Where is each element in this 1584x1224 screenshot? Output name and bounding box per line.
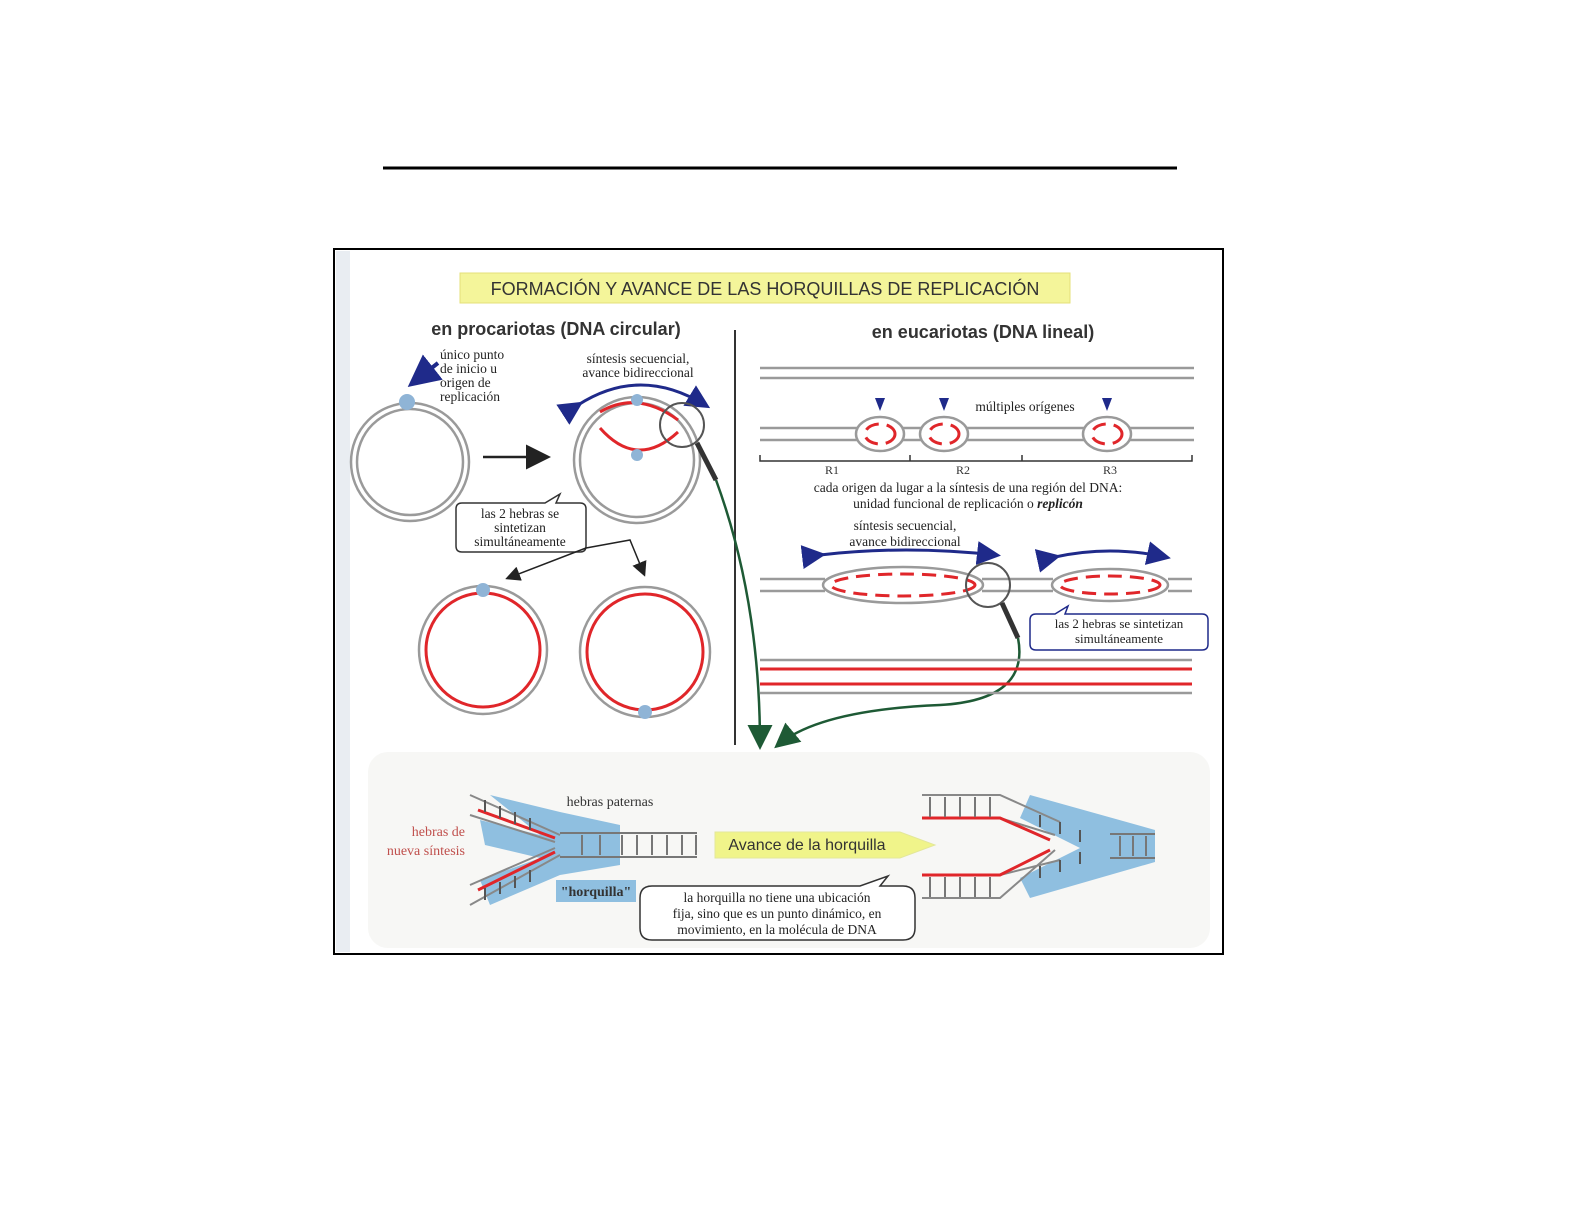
svg-text:único punto: único punto xyxy=(440,347,504,362)
magnifier-icon xyxy=(659,402,719,482)
fork-callout: la horquilla no tiene una ubicación fija… xyxy=(639,874,916,941)
svg-text:R3: R3 xyxy=(1103,463,1117,477)
svg-text:avance bidireccional: avance bidireccional xyxy=(582,365,694,380)
svg-text:las 2 hebras se sintetizan: las 2 hebras se sintetizan xyxy=(1055,616,1184,631)
svg-text:R2: R2 xyxy=(956,463,970,477)
linear-dna-forks xyxy=(760,565,1192,605)
replicon-text: cada origen da lugar a la síntesis de un… xyxy=(814,480,1123,511)
svg-text:cada origen da lugar a la sínt: cada origen da lugar a la síntesis de un… xyxy=(814,480,1123,495)
origins-label: múltiples orígenes xyxy=(975,399,1074,414)
origin-arrow-icon xyxy=(407,354,443,387)
eukaryote-heading: en eucariotas (DNA lineal) xyxy=(872,322,1094,342)
svg-text:síntesis secuencial,: síntesis secuencial, xyxy=(587,351,690,366)
origin-label: único punto de inicio u origen de replic… xyxy=(440,347,504,404)
prok-callout: las 2 hebras se sintetizan simultáneamen… xyxy=(455,492,587,553)
bidirectional-arrow-icon xyxy=(556,383,711,425)
scan-edge xyxy=(336,251,350,952)
result-arrow-2 xyxy=(585,539,647,577)
svg-text:síntesis secuencial,: síntesis secuencial, xyxy=(854,518,957,533)
svg-text:hebras de: hebras de xyxy=(412,825,465,840)
svg-text:de inicio u: de inicio u xyxy=(440,361,497,376)
svg-text:simultáneamente: simultáneamente xyxy=(474,534,565,549)
circular-dna-1 xyxy=(349,394,471,523)
linear-dna-origins xyxy=(760,415,1194,453)
zoom-link-arrow-1 xyxy=(714,479,773,750)
svg-text:simultáneamente: simultáneamente xyxy=(1075,631,1163,646)
magnifier-icon xyxy=(965,562,1021,640)
title: FORMACIÓN Y AVANCE DE LAS HORQUILLAS DE … xyxy=(491,278,1040,299)
prokaryote-heading: en procariotas (DNA circular) xyxy=(431,319,680,339)
replication-fork-right xyxy=(922,794,1155,899)
svg-text:la horquilla no tiene una ubic: la horquilla no tiene una ubicación xyxy=(683,890,870,905)
linear-dna-parent xyxy=(760,366,1194,380)
svg-text:fija, sino que es un punto din: fija, sino que es un punto dinámico, en xyxy=(673,906,882,921)
parental-strands-label: hebras paternas xyxy=(567,795,654,810)
svg-text:sintetizan: sintetizan xyxy=(494,520,546,535)
circular-dna-3 xyxy=(417,583,549,716)
title-box xyxy=(459,272,1071,304)
origin-markers xyxy=(875,398,1112,411)
advance-arrow-icon xyxy=(714,831,937,859)
bidirectional-arrow-icon xyxy=(800,541,1001,570)
bidirectional-arrow-icon xyxy=(1034,541,1171,573)
zoom-link-arrow-2 xyxy=(774,637,1021,749)
linear-dna-daughters xyxy=(760,658,1192,695)
prok-synthesis-label: síntesis secuencial, avance bidirecciona… xyxy=(582,351,694,380)
replicon-labels: R1 R2 R3 xyxy=(825,463,1117,477)
result-arrow-1 xyxy=(505,547,587,581)
fork-label: "horquilla" xyxy=(561,885,632,900)
euk-callout: las 2 hebras se sintetizan simultáneamen… xyxy=(1029,604,1209,651)
svg-text:R1: R1 xyxy=(825,463,839,477)
circular-dna-4 xyxy=(578,585,712,719)
replication-fork-left xyxy=(469,794,697,906)
svg-text:origen de: origen de xyxy=(440,375,491,390)
fork-label-box xyxy=(556,880,636,902)
euk-synthesis-label: síntesis secuencial, avance bidirecciona… xyxy=(849,518,961,549)
svg-text:replicación: replicación xyxy=(440,389,500,404)
svg-text:las 2 hebras se: las 2 hebras se xyxy=(481,506,559,521)
svg-text:avance bidireccional: avance bidireccional xyxy=(849,534,961,549)
svg-text:nueva síntesis: nueva síntesis xyxy=(387,844,465,859)
new-strands-label: hebras de nueva síntesis xyxy=(387,825,465,859)
svg-text:movimiento, en la molécula de: movimiento, en la molécula de DNA xyxy=(677,922,877,937)
replicon-bracket xyxy=(759,455,1193,462)
svg-text:unidad funcional de replicació: unidad funcional de replicación o replic… xyxy=(853,496,1083,511)
advance-label: Avance de la horquilla xyxy=(728,837,885,854)
